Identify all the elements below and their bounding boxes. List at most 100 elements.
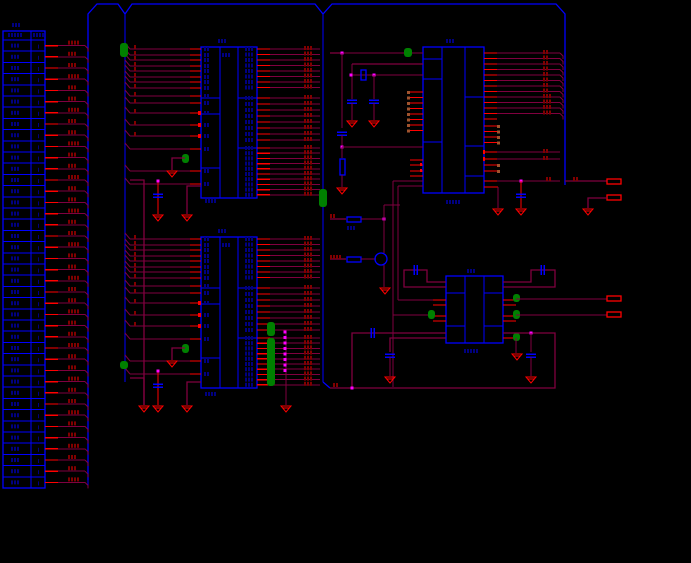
pin-label	[14, 379, 16, 384]
net-label	[71, 343, 73, 347]
net-label	[134, 241, 136, 245]
net-label	[68, 119, 70, 123]
net-label	[310, 145, 312, 149]
net-label	[68, 85, 70, 90]
net-label	[68, 275, 70, 280]
net-label	[543, 72, 545, 76]
net-label	[71, 175, 73, 179]
no-connect-marker	[198, 111, 201, 115]
no-connect-marker	[483, 150, 485, 154]
pin-label	[8, 33, 10, 37]
pin-number	[38, 380, 39, 385]
pin-label	[245, 367, 247, 372]
pin-label	[251, 372, 253, 377]
pin-number	[38, 201, 39, 206]
net-label	[307, 327, 309, 331]
bus-entry	[84, 157, 89, 164]
pin-label	[11, 424, 13, 429]
net-label	[307, 191, 309, 196]
ground-symbol-icon	[367, 120, 381, 128]
pin-label	[251, 367, 253, 372]
bus-entry	[559, 102, 564, 109]
pin-label	[251, 242, 253, 247]
pin-number	[38, 324, 39, 329]
pin-label	[207, 337, 209, 341]
pin-label	[251, 80, 253, 84]
pin-label	[36, 33, 38, 37]
pin-label	[207, 359, 209, 363]
no-connect-marker	[198, 123, 201, 127]
pin-label	[17, 424, 19, 429]
net-label	[71, 320, 73, 325]
pin-label	[470, 269, 472, 273]
pin-label	[245, 69, 247, 73]
net-label	[74, 354, 76, 359]
bus-entry	[124, 89, 131, 97]
pin-label	[248, 242, 250, 247]
pin-label	[248, 187, 250, 192]
bus-entry	[84, 347, 89, 354]
net-label	[333, 214, 335, 218]
net-label	[307, 315, 309, 319]
net-label	[304, 258, 306, 262]
pin-label	[11, 122, 13, 126]
pin-label	[17, 155, 19, 160]
net-label	[77, 309, 79, 314]
pin-label	[251, 114, 253, 118]
net-label	[310, 95, 312, 99]
pin-label	[245, 322, 247, 326]
net-label	[307, 150, 309, 155]
net-label	[77, 141, 79, 146]
no-connect-marker	[407, 124, 410, 127]
net-label	[134, 235, 136, 239]
pin-label	[228, 243, 230, 247]
net-label	[307, 79, 309, 83]
net-label	[304, 119, 306, 123]
net-label	[307, 350, 309, 355]
net-label	[71, 253, 73, 258]
pin-label	[251, 304, 253, 308]
pin-label	[245, 270, 247, 274]
net-label	[68, 74, 70, 79]
net-label	[310, 321, 312, 325]
bus-entry	[124, 64, 131, 72]
ground-symbol-icon	[524, 376, 538, 384]
ic-line-driver	[445, 275, 504, 344]
pin-label	[17, 390, 19, 395]
connector-pin-icon	[606, 311, 622, 318]
net-label	[68, 365, 70, 370]
net-label	[77, 107, 79, 112]
pin-label	[204, 284, 206, 288]
bus-entry	[84, 314, 89, 321]
pin-label	[248, 182, 250, 187]
pin-label	[248, 304, 250, 308]
pin-label	[204, 254, 206, 258]
bus-entry	[559, 85, 564, 92]
net-label	[68, 421, 70, 426]
pin-label	[207, 313, 209, 317]
net-label	[310, 258, 312, 262]
pin-label	[207, 147, 209, 151]
net-label	[68, 354, 70, 359]
net-label	[546, 66, 548, 71]
net-label	[307, 73, 309, 78]
pin-label	[251, 172, 253, 176]
net-label	[134, 84, 136, 88]
net-label	[74, 197, 76, 202]
pin-label	[205, 392, 207, 396]
net-label	[71, 421, 73, 426]
pin-number	[38, 347, 39, 351]
net-label	[310, 165, 312, 170]
bus-entry	[124, 271, 131, 279]
pin-label	[245, 166, 247, 171]
pin-label	[11, 88, 13, 93]
pin-label	[245, 286, 247, 290]
pin-label	[251, 151, 253, 156]
wire	[351, 332, 446, 388]
pin-label	[245, 351, 247, 356]
net-label	[307, 46, 309, 50]
net-label	[134, 257, 136, 261]
pin-label	[207, 123, 209, 127]
pin-label	[204, 69, 206, 73]
